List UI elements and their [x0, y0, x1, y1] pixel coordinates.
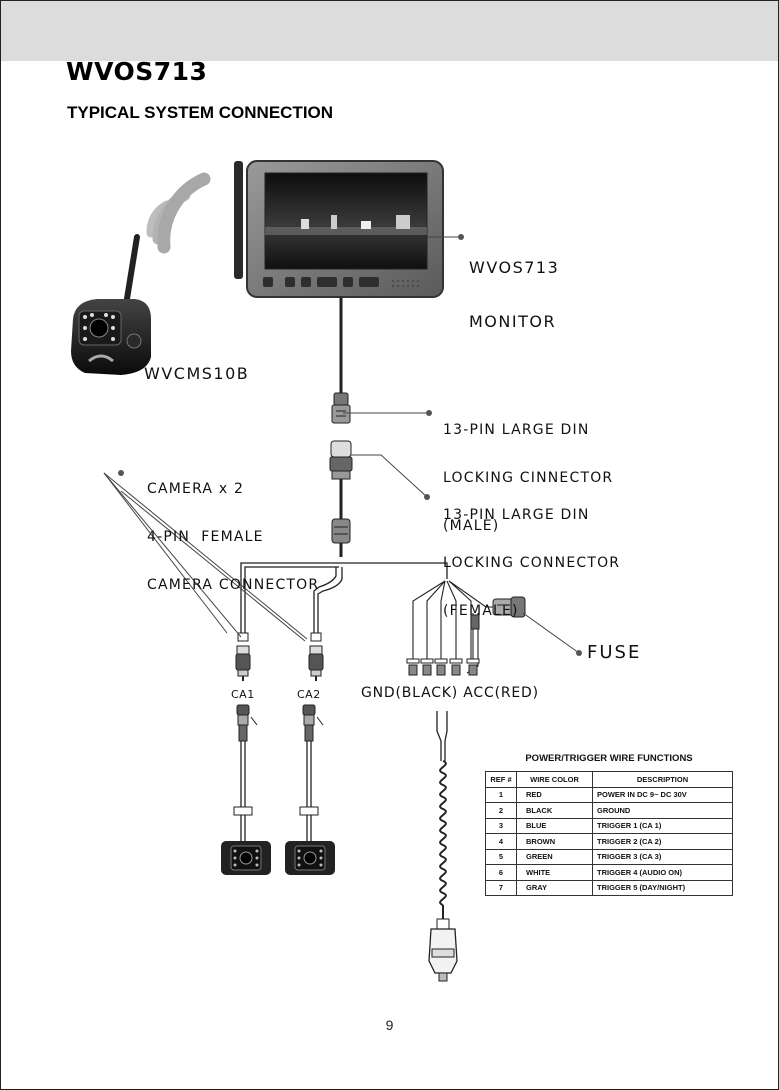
header-ref: REF # — [485, 771, 517, 788]
ca1-camera-connector-icon — [235, 632, 251, 681]
table-row: 1 RED POWER IN DC 9~ DC 30V — [485, 786, 733, 803]
section-title: TYPICAL SYSTEM CONNECTION — [67, 103, 334, 122]
camera-connector-line1: CAMERA x 2 — [147, 481, 245, 497]
fuse-label: FUSE — [587, 642, 642, 663]
wire-table-title: POWER/TRIGGER WIRE FUNCTIONS — [525, 753, 693, 764]
ref-cell: 5 — [485, 848, 517, 865]
female-connector-line3: (FEMALE) — [443, 603, 519, 619]
fuse-holder-icon — [492, 596, 526, 618]
wire-harness — [240, 562, 448, 641]
gnd-acc-label: GND(BLACK) ACC(RED) — [361, 685, 539, 701]
male-din-connector-icon — [331, 392, 351, 424]
wire-functions-table: REF # WIRE COLOR DESCRIPTION 1 RED POWER… — [485, 771, 733, 896]
wire-color-cell: BLUE — [516, 817, 593, 834]
camera-connector-label: CAMERA x 2 4-PIN FEMALE CAMERA CONNECTOR — [147, 449, 319, 625]
callout-dots — [118, 234, 582, 656]
monitor-label-line1: WVOS713 — [469, 258, 560, 277]
header-wire-color: WIRE COLOR — [516, 771, 593, 788]
description-cell: GROUND — [592, 802, 733, 819]
ca2-camera-connector-icon — [308, 632, 324, 681]
male-connector-line1: 13-PIN LARGE DIN — [443, 422, 590, 438]
camera-model-label: WVCMS10B — [144, 364, 250, 383]
wire-color-cell: WHITE — [516, 864, 593, 881]
trigger-wire-terminals — [406, 614, 480, 676]
description-cell: POWER IN DC 9~ DC 30V — [592, 786, 733, 803]
table-row: 6 WHITE TRIGGER 4 (AUDIO ON) — [485, 864, 733, 881]
wire-color-cell: RED — [516, 786, 593, 803]
male-connector-line3: (MALE) — [443, 518, 500, 534]
camera-connector-line2: 4-PIN FEMALE — [147, 529, 264, 545]
female-din-connector-icon — [329, 440, 353, 557]
ref-cell: 6 — [485, 864, 517, 881]
monitor-icon — [234, 160, 444, 298]
table-row: 4 BROWN TRIGGER 2 (CA 2) — [485, 833, 733, 850]
wire-color-cell: GRAY — [516, 879, 593, 896]
camera-connector-line3: CAMERA CONNECTOR — [147, 577, 320, 593]
ca2-camera-cable — [285, 704, 335, 875]
ref-cell: 3 — [485, 817, 517, 834]
description-cell: TRIGGER 1 (CA 1) — [592, 817, 733, 834]
wireless-signal-icon — [146, 172, 211, 254]
table-header-row: REF # WIRE COLOR DESCRIPTION — [485, 771, 733, 788]
wire-color-cell: GREEN — [516, 848, 593, 865]
monitor-label-line2: MONITOR — [469, 312, 557, 331]
female-connector-line2: LOCKING CONNECTOR — [443, 555, 621, 571]
description-cell: TRIGGER 4 (AUDIO ON) — [592, 864, 733, 881]
male-connector-label: 13-PIN LARGE DIN LOCKING CINNECTOR (MALE… — [443, 390, 613, 566]
callout-lines — [103, 236, 580, 654]
wireless-camera-icon — [71, 234, 151, 375]
table-row: 7 GRAY TRIGGER 5 (DAY/NIGHT) — [485, 879, 733, 896]
wire-color-cell: BLACK — [516, 802, 593, 819]
description-cell: TRIGGER 5 (DAY/NIGHT) — [592, 879, 733, 896]
table-row: 5 GREEN TRIGGER 3 (CA 3) — [485, 848, 733, 865]
male-connector-line2: LOCKING CINNECTOR — [443, 470, 614, 486]
ca2-label: CA2 — [297, 688, 321, 701]
ref-cell: 2 — [485, 802, 517, 819]
table-row: 3 BLUE TRIGGER 1 (CA 1) — [485, 817, 733, 834]
ref-cell: 4 — [485, 833, 517, 850]
ref-cell: 1 — [485, 786, 517, 803]
ref-cell: 7 — [485, 879, 517, 896]
header-description: DESCRIPTION — [592, 771, 733, 788]
description-cell: TRIGGER 2 (CA 2) — [592, 833, 733, 850]
header-band — [1, 1, 778, 61]
female-connector-line1: 13-PIN LARGE DIN — [443, 507, 590, 523]
cigarette-lighter-plug-icon — [428, 918, 458, 982]
wire-color-cell: BROWN — [516, 833, 593, 850]
description-cell: TRIGGER 3 (CA 3) — [592, 848, 733, 865]
page-number: 9 — [385, 1017, 394, 1033]
power-cable-icon — [436, 711, 448, 919]
table-row: 2 BLACK GROUND — [485, 802, 733, 819]
page-title: WVOS713 — [66, 57, 208, 86]
ca1-camera-cable — [221, 704, 271, 875]
female-connector-label: 13-PIN LARGE DIN LOCKING CONNECTOR (FEMA… — [443, 475, 620, 651]
monitor-label: WVOS713 MONITOR — [469, 223, 559, 367]
ca1-label: CA1 — [231, 688, 255, 701]
